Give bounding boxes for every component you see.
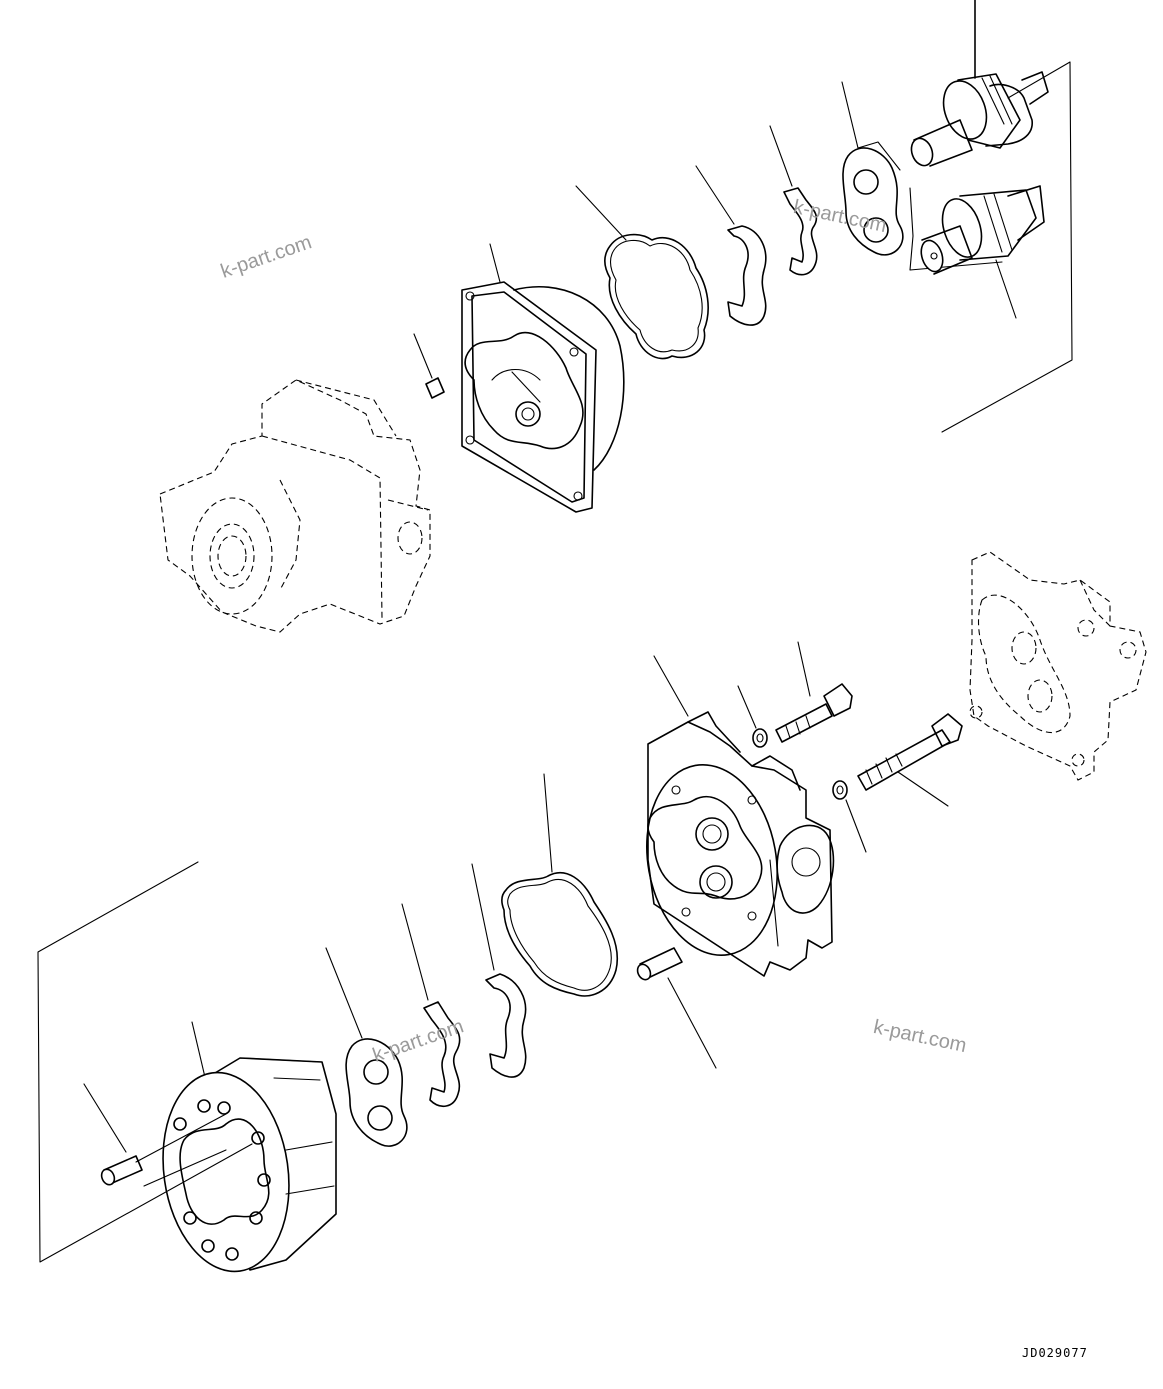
upper-gasket: [575, 185, 709, 360]
upper-bushing-plate: [841, 81, 904, 256]
long-bolt: [857, 713, 963, 807]
lower-gasket: [501, 773, 619, 997]
lower-seal-ring: [471, 863, 527, 1078]
washer-lower: [832, 780, 867, 853]
drawing-code: JD029077: [1022, 1346, 1088, 1360]
upper-cover-plate: [461, 243, 625, 513]
main-pump-body: [646, 655, 835, 977]
lower-backup-clip: [401, 903, 461, 1107]
washer-upper: [737, 685, 768, 748]
drive-gear-shaft: [910, 0, 1049, 167]
upper-backup-clip: [769, 125, 818, 276]
upper-bracket-frame: [909, 61, 1073, 433]
far-left-dowel-pin: [83, 1083, 143, 1186]
leader-line: [143, 1149, 227, 1187]
leader-line: [135, 1113, 227, 1163]
gear-case-ring: [162, 1021, 337, 1273]
upper-seal-ring: [695, 165, 767, 326]
upper-pump-body-phantom: [159, 379, 431, 633]
upper-dowel-pin: [413, 333, 445, 399]
lower-bushing-plate: [325, 947, 408, 1147]
lower-bracket-frame: [37, 861, 253, 1263]
lower-dowel-pin: [636, 947, 717, 1069]
driven-gear: [920, 185, 1045, 319]
short-bolt: [775, 641, 853, 743]
lower-housing-phantom: [969, 551, 1147, 781]
